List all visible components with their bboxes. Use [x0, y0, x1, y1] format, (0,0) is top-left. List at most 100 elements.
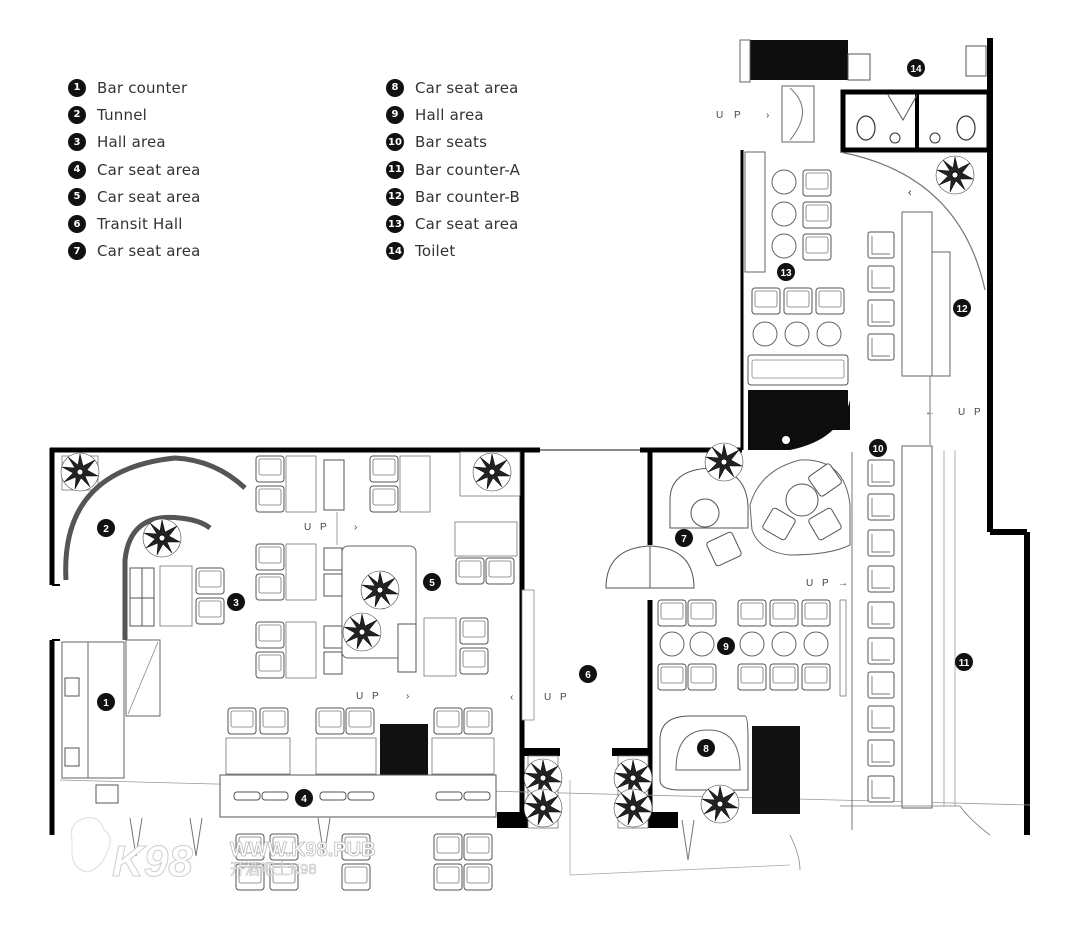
arrow-icon: ‹ — [908, 187, 912, 199]
bar-chair — [867, 739, 895, 767]
bar-chair — [867, 601, 895, 629]
fixture-box — [847, 53, 871, 81]
plant-icon — [613, 788, 653, 828]
chair — [255, 573, 285, 601]
arrow-icon: › — [354, 522, 357, 533]
up-label: U P — [544, 692, 570, 703]
sink — [889, 132, 901, 144]
cushion — [319, 791, 347, 801]
seat — [323, 651, 343, 675]
marker-14: 14 — [907, 59, 925, 77]
chair — [255, 543, 285, 571]
marker-11: 11 — [955, 653, 973, 671]
appliance — [64, 747, 80, 767]
table — [285, 621, 317, 679]
stool — [659, 631, 685, 657]
marker-7: 7 — [675, 529, 693, 547]
chair — [195, 567, 225, 595]
table — [454, 521, 518, 557]
toilet-fixture — [856, 115, 876, 141]
wall-block — [748, 390, 848, 430]
chair — [463, 707, 493, 735]
door-swing — [605, 545, 651, 589]
watermark-logo-icon — [70, 817, 111, 873]
marker-label: 2 — [103, 524, 109, 535]
table — [315, 737, 377, 775]
legend-label: Bar counter-A — [415, 160, 521, 179]
bar-counter-b-back — [931, 251, 951, 377]
chair — [369, 485, 399, 513]
arrow-icon: → — [838, 578, 848, 589]
railing — [839, 599, 847, 697]
watermark-tagline: 开酒吧上K98 — [230, 861, 317, 878]
sliding-door — [521, 589, 535, 721]
marker-9: 9 — [717, 637, 735, 655]
chair — [783, 287, 813, 315]
area-markers: 1 2 3 4 5 6 7 8 9 10 11 12 13 14 — [97, 59, 973, 807]
door-swing — [649, 545, 695, 589]
chair — [463, 833, 493, 861]
bar-chair — [867, 333, 895, 361]
chair — [433, 863, 463, 891]
marker-label: 10 — [872, 444, 884, 455]
seat — [323, 625, 343, 649]
legend-number: 5 — [68, 187, 86, 206]
chair — [255, 455, 285, 483]
marker-10: 10 — [869, 439, 887, 457]
bar-chair — [867, 565, 895, 593]
stool — [803, 631, 829, 657]
door-swing — [789, 87, 803, 141]
marker-5: 5 — [423, 573, 441, 591]
chair — [345, 707, 375, 735]
arrow-icon: ← — [925, 407, 935, 418]
plant-icon — [700, 784, 740, 824]
chair — [227, 707, 257, 735]
legend-label: Car seat area — [97, 187, 201, 206]
up-label: U P — [356, 691, 382, 702]
table — [399, 455, 431, 513]
marker-3: 3 — [227, 593, 245, 611]
cushion — [233, 791, 261, 801]
arrow-icon: › — [766, 110, 769, 121]
marker-label: 9 — [723, 642, 729, 653]
legend-label: Car seat area — [415, 78, 519, 97]
legend-label: Transit Hall — [97, 215, 183, 234]
legend-label: Bar counter — [97, 78, 188, 97]
watermark-url: WWW.K98.PUB — [230, 839, 376, 861]
stool — [816, 321, 842, 347]
plant-icon — [60, 452, 100, 492]
chair — [808, 463, 842, 497]
plant-icon — [342, 612, 382, 652]
marker-6: 6 — [579, 665, 597, 683]
stool — [752, 321, 778, 347]
chair — [657, 663, 687, 691]
legend-number: 12 — [386, 187, 404, 206]
table — [423, 617, 457, 677]
fixture-box — [965, 45, 987, 77]
up-label: U P — [806, 578, 832, 589]
chair — [315, 707, 345, 735]
chair — [815, 287, 845, 315]
chair — [687, 663, 717, 691]
legend-number: 14 — [386, 242, 404, 261]
round-table — [690, 498, 720, 528]
marker-label: 4 — [301, 794, 307, 805]
chair — [255, 651, 285, 679]
bar-counter-b — [901, 211, 933, 377]
seat — [323, 573, 343, 597]
legend-number: 1 — [68, 78, 86, 97]
stool — [771, 201, 797, 227]
tunnel-wall-inner — [122, 514, 212, 640]
wall-column — [739, 39, 751, 83]
watermark-logo-text: K98 — [112, 837, 193, 886]
chair — [455, 557, 485, 585]
legend-label: Hall area — [415, 105, 484, 124]
marker-12: 12 — [953, 299, 971, 317]
stool — [784, 321, 810, 347]
